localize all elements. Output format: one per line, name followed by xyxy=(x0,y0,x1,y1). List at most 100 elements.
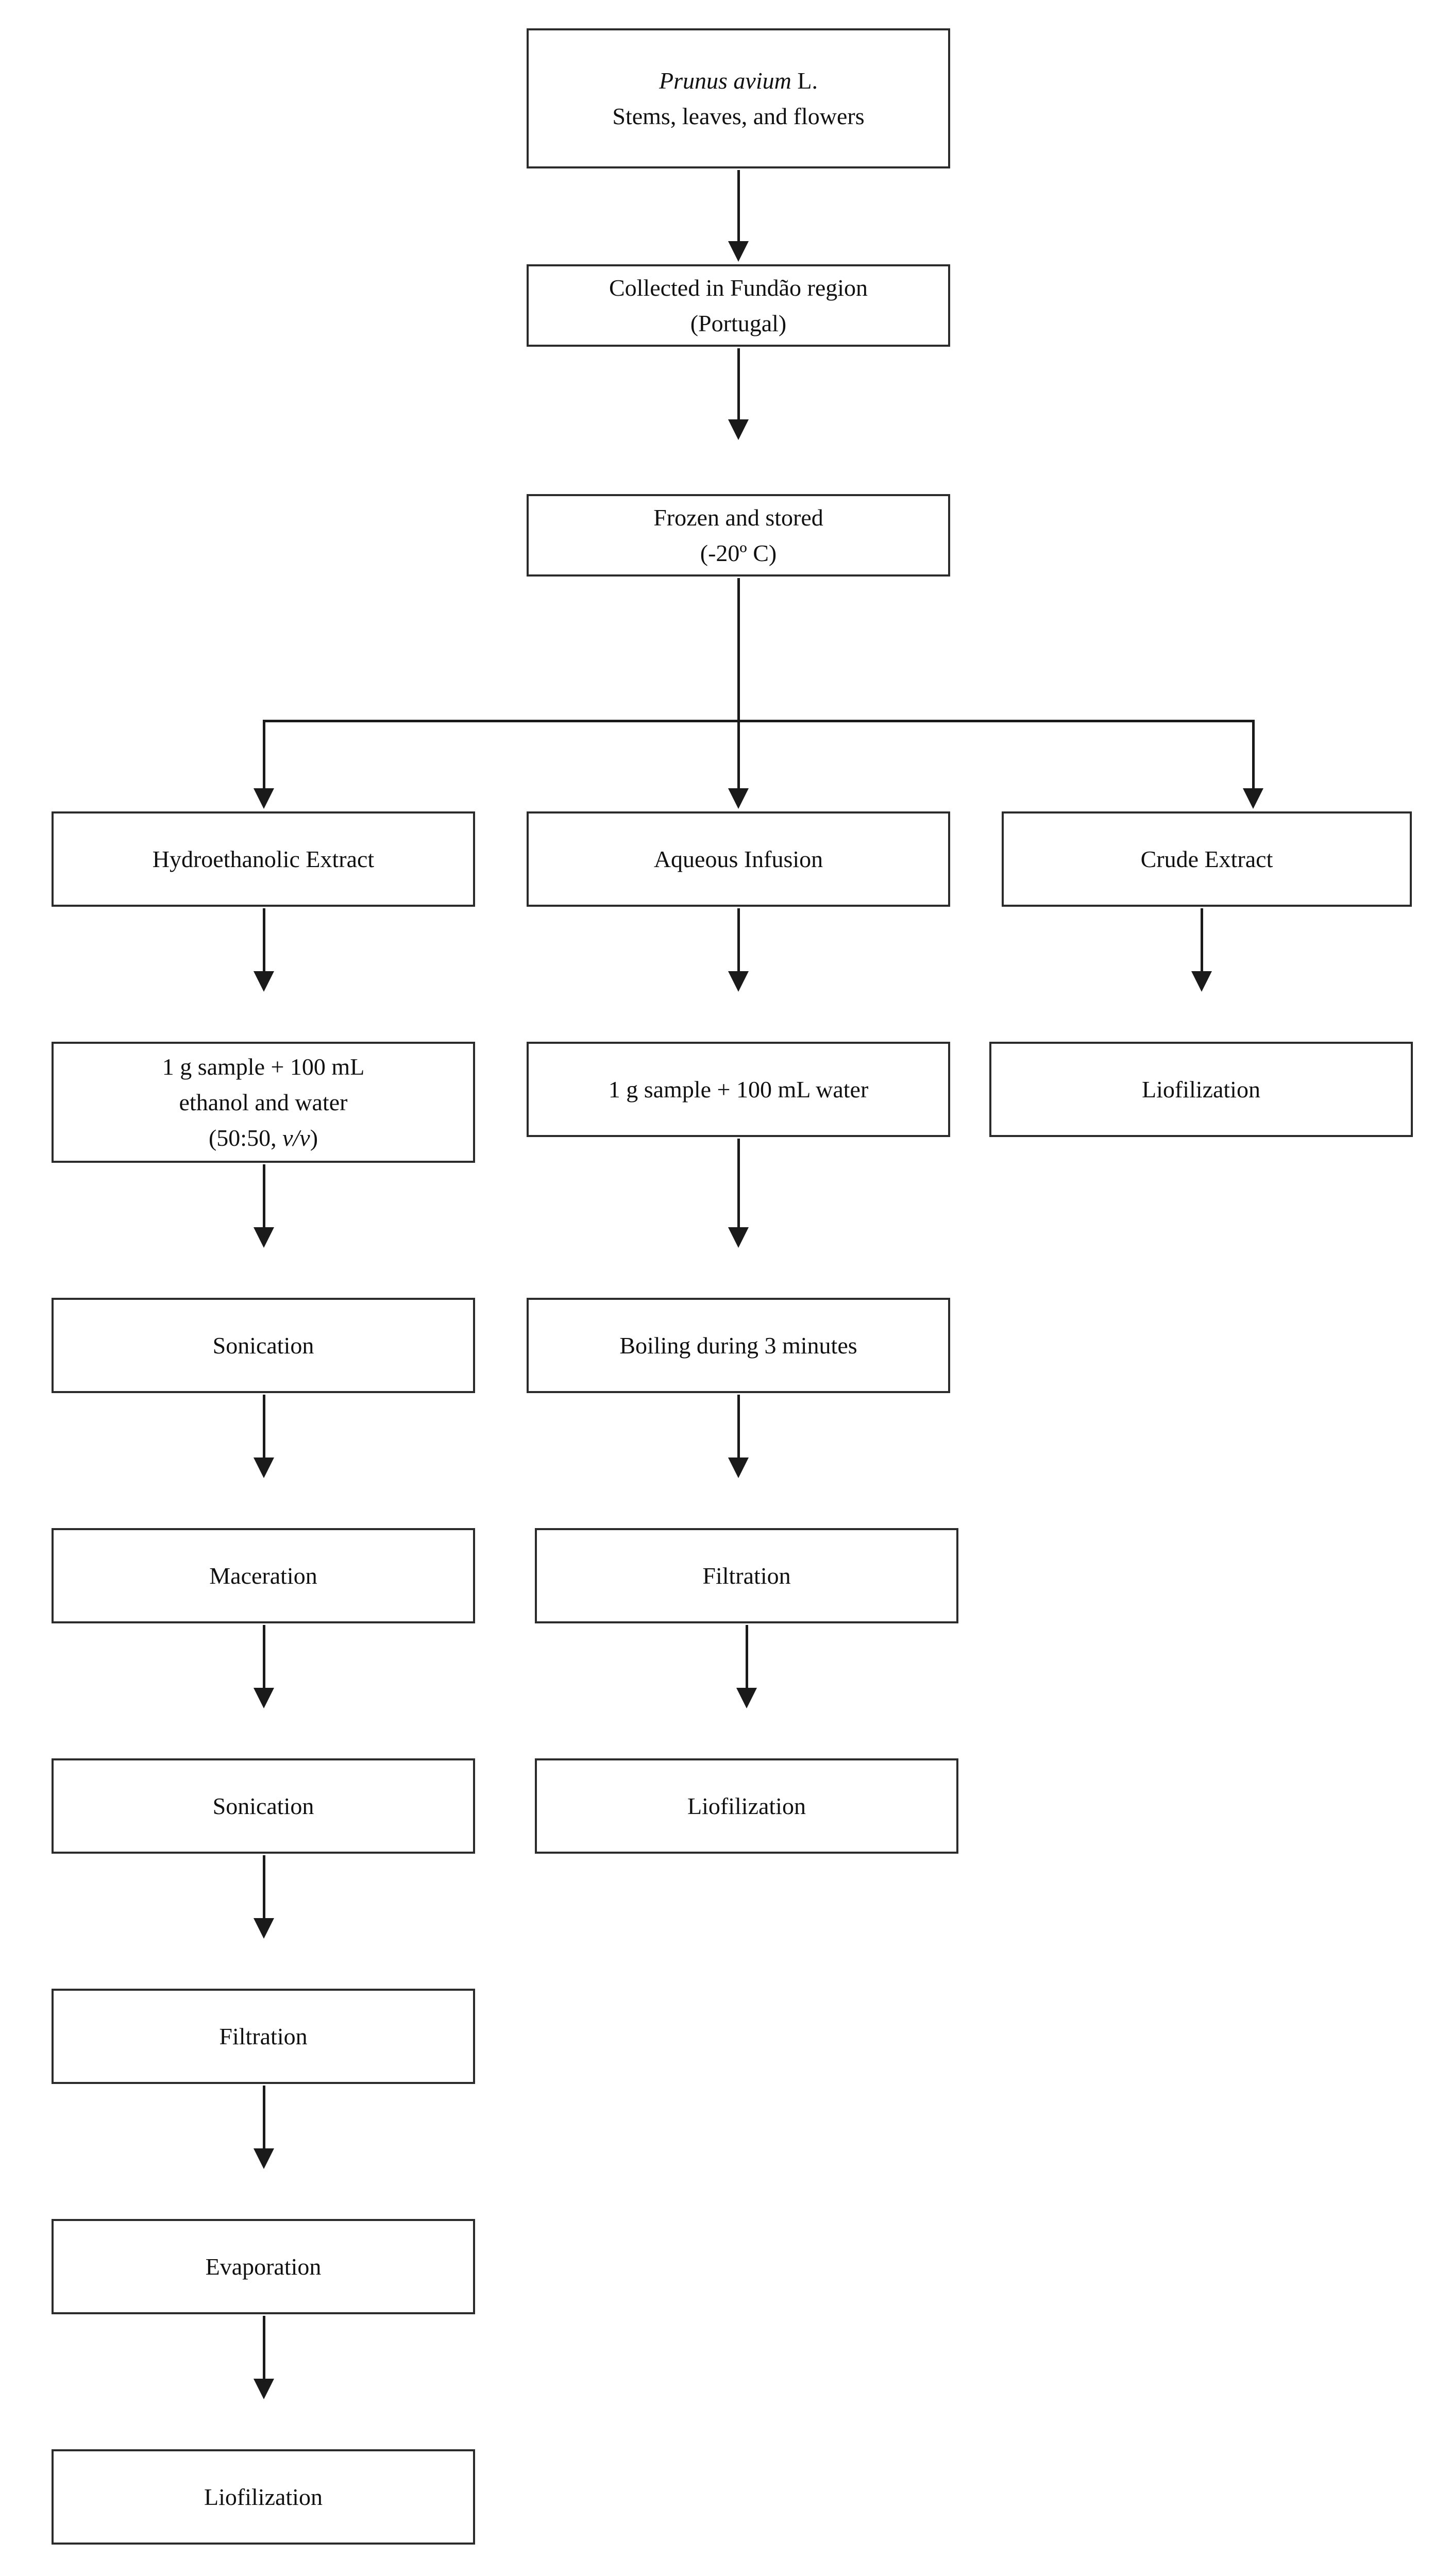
node-plant-material: Prunus avium L. Stems, leaves, and flowe… xyxy=(527,28,950,168)
collection-line-2: (Portugal) xyxy=(690,310,787,336)
connector-hydro-maceration-to-sonication2 xyxy=(263,1625,265,1697)
node-hydro-sonication-1: Sonication xyxy=(52,1298,475,1393)
node-plant-material-text: Prunus avium L. Stems, leaves, and flowe… xyxy=(536,63,941,134)
aqueous-liofilization-text: Liofilization xyxy=(544,1788,949,1824)
arrowhead-aqueous-header-to-solvent xyxy=(728,971,749,992)
aqueous-boiling-text: Boiling during 3 minutes xyxy=(536,1328,941,1363)
connector-split-to-hydroethanolic xyxy=(263,720,265,797)
connector-aqueous-filtration-to-liofilization xyxy=(746,1625,748,1697)
hydro-sonication-1-text: Sonication xyxy=(61,1328,466,1363)
node-storage-text: Frozen and stored (-20º C) xyxy=(536,500,941,571)
hydro-solvent-text: 1 g sample + 100 mL ethanol and water (5… xyxy=(61,1049,466,1156)
hydro-maceration-text: Maceration xyxy=(61,1558,466,1594)
arrowhead-split-to-aqueous xyxy=(728,788,749,809)
plant-material-line-2: Stems, leaves, and flowers xyxy=(612,103,865,129)
branch-crude-label: Crude Extract xyxy=(1140,846,1273,872)
hydro-sonication-2-text: Sonication xyxy=(61,1788,466,1824)
node-hydro-maceration: Maceration xyxy=(52,1528,475,1623)
hydro-filtration-text: Filtration xyxy=(61,2019,466,2054)
arrowhead-hydro-header-to-solvent xyxy=(254,971,274,992)
arrowhead-aqueous-boiling-to-filtration xyxy=(728,1458,749,1478)
arrowhead-hydro-maceration-to-sonication2 xyxy=(254,1688,274,1708)
crude-liofilization-text: Liofilization xyxy=(999,1072,1404,1107)
hydro-solvent-line-2: ethanol and water xyxy=(179,1089,348,1115)
collection-line-1: Collected in Fundão region xyxy=(609,275,868,301)
node-branch-hydroethanolic: Hydroethanolic Extract xyxy=(52,811,475,907)
branch-aqueous-label: Aqueous Infusion xyxy=(653,846,823,872)
hydro-maceration-label: Maceration xyxy=(209,1563,317,1589)
crude-liofilization-label: Liofilization xyxy=(1142,1076,1260,1103)
hydro-solvent-line-3: (50:50, v/v) xyxy=(61,1120,466,1156)
plant-material-line-1: Prunus avium L. xyxy=(536,63,941,98)
node-aqueous-filtration: Filtration xyxy=(535,1528,958,1623)
aqueous-liofilization-label: Liofilization xyxy=(687,1793,806,1819)
node-hydro-liofilization: Liofilization xyxy=(52,2449,475,2545)
species-authority: L. xyxy=(791,67,818,94)
arrowhead-plant-to-collection xyxy=(728,241,749,262)
connector-hydro-header-to-solvent xyxy=(263,908,265,980)
arrowhead-hydro-sonication2-to-filtration xyxy=(254,1918,274,1939)
branch-hydroethanolic-text: Hydroethanolic Extract xyxy=(61,841,466,877)
aqueous-filtration-label: Filtration xyxy=(702,1563,791,1589)
node-hydro-filtration: Filtration xyxy=(52,1989,475,2084)
hydro-filtration-label: Filtration xyxy=(219,2023,308,2049)
node-branch-aqueous: Aqueous Infusion xyxy=(527,811,950,907)
arrowhead-collection-to-storage xyxy=(728,419,749,440)
hydro-liofilization-text: Liofilization xyxy=(61,2479,466,2515)
node-collection: Collected in Fundão region (Portugal) xyxy=(527,264,950,347)
connector-aqueous-solvent-to-boiling xyxy=(737,1139,740,1236)
connector-hydro-sonication2-to-filtration xyxy=(263,1855,265,1927)
ratio-prefix: (50:50, xyxy=(208,1125,283,1151)
aqueous-solvent-text: 1 g sample + 100 mL water xyxy=(536,1072,941,1107)
hydro-solvent-line-1: 1 g sample + 100 mL xyxy=(162,1054,365,1080)
connector-hydro-sonication1-to-maceration xyxy=(263,1395,265,1467)
arrowhead-split-to-crude xyxy=(1243,788,1263,809)
node-branch-crude: Crude Extract xyxy=(1002,811,1412,907)
hydro-sonication-1-label: Sonication xyxy=(212,1332,314,1359)
arrowhead-aqueous-solvent-to-boiling xyxy=(728,1227,749,1248)
node-aqueous-liofilization: Liofilization xyxy=(535,1758,958,1854)
connector-aqueous-header-to-solvent xyxy=(737,908,740,980)
branch-hydroethanolic-label: Hydroethanolic Extract xyxy=(152,846,375,872)
connector-hydro-solvent-to-sonication1 xyxy=(263,1164,265,1236)
arrowhead-hydro-filtration-to-evaporation xyxy=(254,2148,274,2169)
branch-aqueous-text: Aqueous Infusion xyxy=(536,841,941,877)
arrowhead-hydro-solvent-to-sonication1 xyxy=(254,1227,274,1248)
aqueous-solvent-label: 1 g sample + 100 mL water xyxy=(608,1076,869,1103)
connector-hydro-evaporation-to-liofilization xyxy=(263,2316,265,2388)
connector-hydro-filtration-to-evaporation xyxy=(263,2086,265,2158)
node-hydro-solvent: 1 g sample + 100 mL ethanol and water (5… xyxy=(52,1042,475,1163)
node-aqueous-solvent: 1 g sample + 100 mL water xyxy=(527,1042,950,1137)
hydro-sonication-2-label: Sonication xyxy=(212,1793,314,1819)
storage-line-2: (-20º C) xyxy=(700,540,777,566)
connector-aqueous-boiling-to-filtration xyxy=(737,1395,740,1467)
species-name-italic: Prunus avium xyxy=(659,67,791,94)
connector-collection-to-storage xyxy=(737,348,740,426)
node-hydro-evaporation: Evaporation xyxy=(52,2219,475,2314)
vv-italic: v/v xyxy=(282,1125,310,1151)
node-aqueous-boiling: Boiling during 3 minutes xyxy=(527,1298,950,1393)
arrowhead-hydro-evaporation-to-liofilization xyxy=(254,2379,274,2399)
node-hydro-sonication-2: Sonication xyxy=(52,1758,475,1854)
node-collection-text: Collected in Fundão region (Portugal) xyxy=(536,270,941,341)
arrowhead-split-to-hydroethanolic xyxy=(254,788,274,809)
node-storage: Frozen and stored (-20º C) xyxy=(527,494,950,577)
connector-split-to-crude xyxy=(1252,720,1255,797)
node-crude-liofilization: Liofilization xyxy=(989,1042,1413,1137)
connector-plant-to-collection xyxy=(737,170,740,247)
connector-crude-header-to-liofilization xyxy=(1201,908,1203,980)
aqueous-filtration-text: Filtration xyxy=(544,1558,949,1594)
branch-crude-text: Crude Extract xyxy=(1011,841,1403,877)
connector-split-to-aqueous xyxy=(737,720,740,797)
connector-split-bus xyxy=(263,720,1255,722)
arrowhead-crude-header-to-liofilization xyxy=(1191,971,1212,992)
hydro-liofilization-label: Liofilization xyxy=(204,2484,323,2510)
ratio-suffix: ) xyxy=(310,1125,318,1151)
hydro-evaporation-label: Evaporation xyxy=(205,2253,322,2280)
arrowhead-aqueous-filtration-to-liofilization xyxy=(736,1688,757,1708)
hydro-evaporation-text: Evaporation xyxy=(61,2249,466,2284)
aqueous-boiling-label: Boiling during 3 minutes xyxy=(619,1332,857,1359)
storage-line-1: Frozen and stored xyxy=(653,504,823,531)
arrowhead-hydro-sonication1-to-maceration xyxy=(254,1458,274,1478)
